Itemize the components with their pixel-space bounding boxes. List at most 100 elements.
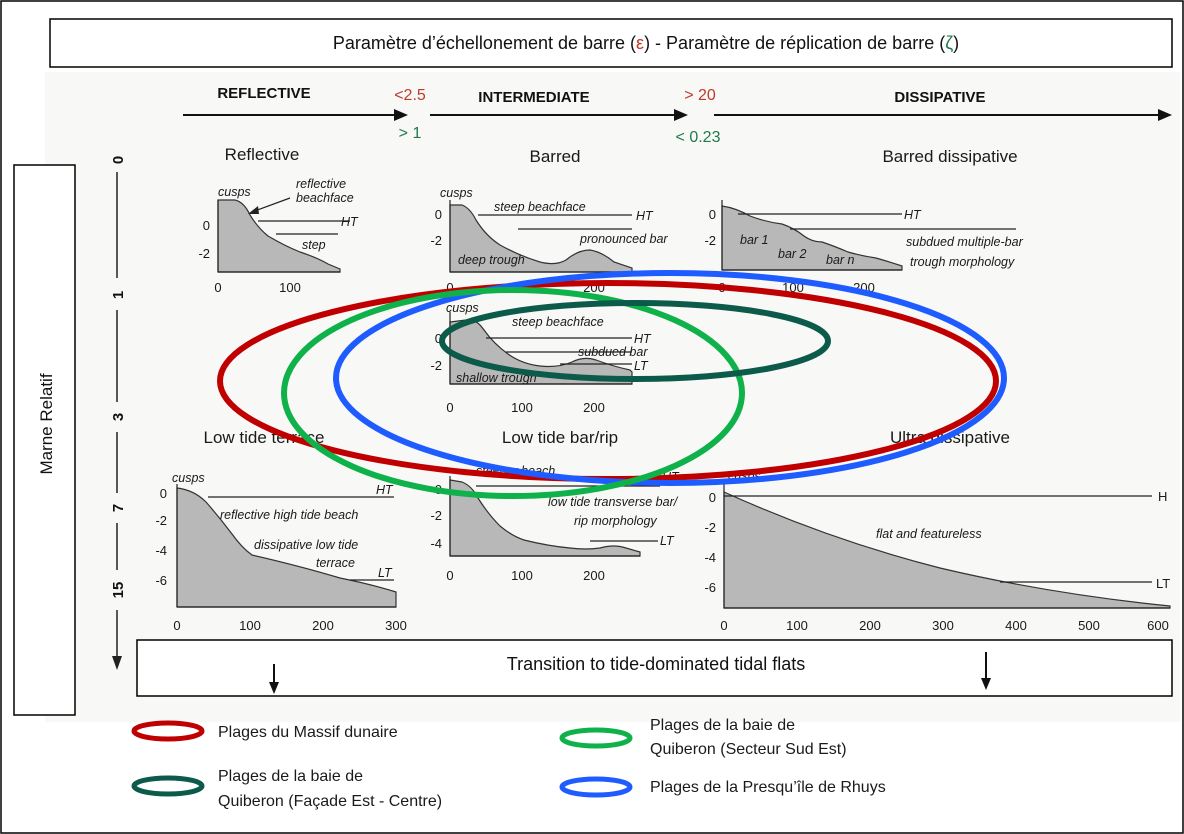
legend-label-quiberon-sud-est-2: Quiberon (Secteur Sud Est) [650, 741, 847, 758]
panel-title: Low tide terrace [204, 428, 325, 447]
label-cusps: cusps [446, 301, 479, 315]
panel-low-tide-terrace: Low tide terrace cusps HT reflective hig… [155, 428, 406, 633]
xtick-1: 100 [511, 568, 533, 583]
axis-tick-2: 3 [110, 413, 127, 421]
legend-label-quiberon-facade-1: Plages de la baie de [218, 768, 363, 785]
legend: Plages du Massif dunaire Plages de la ba… [131, 717, 886, 810]
axis-arrowhead [112, 656, 122, 670]
xtick-1: 100 [511, 400, 533, 415]
label-desc-2: trough morphology [910, 255, 1015, 269]
label-trough: shallow trough [456, 371, 537, 385]
panel-title: Barred [529, 147, 580, 166]
ytick-1: -2 [704, 233, 716, 248]
xtick-1: 100 [279, 280, 301, 295]
legend-label-massif: Plages du Massif dunaire [218, 724, 398, 741]
xtick-0: 0 [173, 618, 180, 633]
xtick-6: 600 [1147, 618, 1169, 633]
label-ht: HT [904, 208, 922, 222]
label-cusps: cusps [172, 471, 205, 485]
panel-title: Low tide bar/rip [502, 428, 618, 447]
label-ht: HT [376, 483, 394, 497]
ytick-1: -2 [430, 358, 442, 373]
panel-title: Barred dissipative [882, 147, 1017, 166]
legend-swatch-quiberon-sud-est [559, 727, 633, 749]
axis-tick-1: 1 [110, 291, 127, 299]
label-trough: deep trough [458, 253, 525, 267]
threshold-eps-1: <2.5 [394, 87, 426, 104]
label-ht: HT [634, 332, 652, 346]
label-cusps: cusps [440, 186, 473, 200]
threshold-eps-2: > 20 [684, 87, 716, 104]
header-title: Paramètre d’échellonement de barre (ε) -… [333, 33, 959, 53]
zeta-symbol: ζ [945, 33, 953, 53]
xtick-2: 200 [859, 618, 881, 633]
label-cusps: cusps [218, 185, 251, 199]
label-ht: HT [341, 215, 359, 229]
xtick-2: 200 [583, 400, 605, 415]
label-desc-1: reflective high tide beach [220, 508, 358, 522]
xtick-0: 0 [446, 280, 453, 295]
xtick-3: 300 [385, 618, 407, 633]
xtick-0: 0 [720, 618, 727, 633]
transition-box [136, 639, 1173, 697]
arrowhead-reflective [394, 109, 408, 121]
ytick-0: 0 [160, 486, 167, 501]
legend-swatch-rhuys [559, 776, 633, 798]
label-desc-3: terrace [316, 556, 355, 570]
label-desc-2: dissipative low tide [254, 538, 358, 552]
transition-text: Transition to tide-dominated tidal flats [507, 654, 806, 674]
label-bar1: bar 1 [740, 233, 769, 247]
axis-tick-4: 15 [110, 582, 127, 599]
label-h: H [1158, 489, 1167, 504]
ytick-2: -4 [430, 536, 442, 551]
ytick-0: 0 [435, 331, 442, 346]
profile-shape [176, 487, 397, 608]
ytick-3: -6 [704, 580, 716, 595]
stage-dissipative: DISSIPATIVE [894, 89, 985, 106]
transition-arrowhead-right [981, 678, 991, 690]
label-bar: subdued bar [578, 345, 648, 359]
xtick-0: 0 [446, 400, 453, 415]
legend-label-quiberon-sud-est-1: Plages de la baie de [650, 717, 795, 734]
label-lt: LT [1156, 576, 1170, 591]
ytick-0: 0 [709, 490, 716, 505]
panel-barred-dissipative: Barred dissipative HT bar 1 bar 2 bar n … [704, 147, 1023, 295]
xtick-4: 400 [1005, 618, 1027, 633]
ytick-3: -6 [155, 573, 167, 588]
ellipse-quiberon-facade [439, 300, 831, 382]
label-lt: LT [378, 566, 393, 580]
ytick-1: -2 [430, 233, 442, 248]
label-ht: HT [636, 209, 654, 223]
panel-reflective: Reflective cusps reflective beachface HT… [198, 145, 359, 295]
ytick-2: -4 [704, 550, 716, 565]
transition-arrowhead-left [269, 682, 279, 694]
stage-reflective: REFLECTIVE [217, 85, 310, 102]
ytick-2: -4 [155, 543, 167, 558]
stage-intermediate: INTERMEDIATE [478, 89, 589, 106]
axis-tick-0: 0 [110, 156, 127, 164]
label-reflective: reflective [296, 177, 346, 191]
xtick-2: 200 [312, 618, 334, 633]
profile-shape [217, 199, 341, 273]
xtick-0: 0 [214, 280, 221, 295]
profile-shape [449, 479, 641, 557]
threshold-zeta-2: < 0.23 [676, 129, 721, 146]
label-bar: pronounced bar [579, 232, 668, 246]
xtick-1: 100 [786, 618, 808, 633]
ytick-1: -2 [198, 246, 210, 261]
label-lt: LT [634, 359, 649, 373]
ellipse-quiberon-sud-est [281, 287, 745, 499]
label-lt: LT [660, 534, 675, 548]
xtick-1: 100 [239, 618, 261, 633]
label-step: step [302, 238, 326, 252]
arrowhead-dissipative [1158, 109, 1172, 121]
legend-swatch-massif [131, 720, 205, 742]
label-desc-1: low tide transverse bar/ [548, 495, 679, 509]
profile-shape [723, 491, 1171, 609]
ellipse-presquile-rhuys [333, 270, 1007, 486]
xtick-0: 0 [446, 568, 453, 583]
legend-label-rhuys: Plages de la Presqu’île de Rhuys [650, 779, 886, 796]
label-barn: bar n [826, 253, 855, 267]
